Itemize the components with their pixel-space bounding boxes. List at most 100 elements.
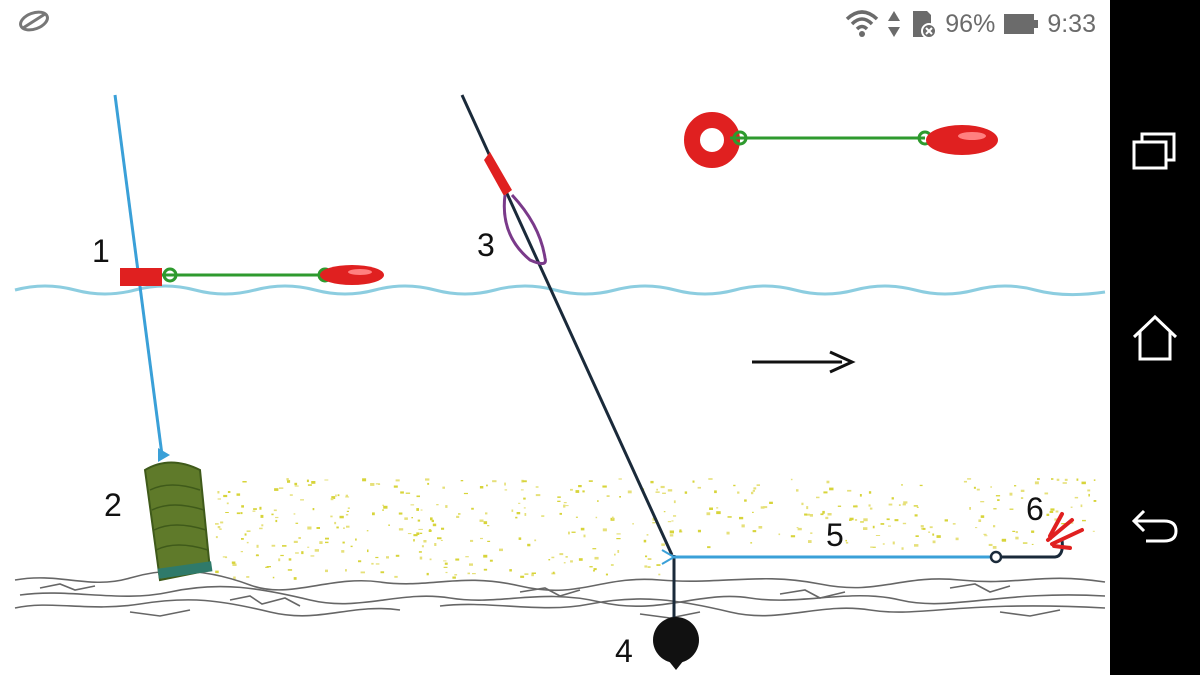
groundbait-speck: [460, 480, 464, 482]
groundbait-speck: [597, 500, 599, 502]
groundbait-speck: [983, 533, 987, 535]
groundbait-speck: [662, 492, 666, 494]
groundbait-speck: [859, 494, 862, 497]
groundbait-speck: [875, 535, 881, 536]
groundbait-speck: [295, 552, 299, 554]
groundbait-speck: [342, 541, 345, 544]
groundbait-speck: [442, 486, 445, 489]
groundbait-speck: [274, 488, 279, 491]
label-3: 3: [477, 227, 495, 263]
sliding-float: [484, 152, 512, 196]
groundbait-speck: [551, 556, 555, 559]
groundbait-speck: [1087, 489, 1091, 492]
groundbait-speck: [901, 484, 903, 486]
groundbait-speck: [963, 480, 967, 483]
groundbait-speck: [652, 522, 656, 524]
groundbait-speck: [969, 507, 971, 510]
groundbait-speck: [809, 514, 813, 517]
groundbait-speck: [436, 504, 439, 506]
home-button[interactable]: [1110, 293, 1200, 383]
groundbait-speck: [288, 558, 292, 561]
groundbait-speck: [370, 483, 375, 486]
groundbait-speck: [485, 512, 488, 515]
label-6: 6: [1026, 491, 1044, 527]
seabed: [14, 570, 1106, 619]
groundbait-speck: [860, 521, 864, 523]
groundbait-speck: [726, 531, 730, 535]
groundbait-speck: [240, 512, 243, 515]
groundbait-speck: [520, 575, 525, 578]
groundbait-speck: [217, 491, 220, 494]
groundbait-speck: [362, 478, 367, 482]
groundbait-speck: [289, 494, 293, 496]
groundbait-speck: [886, 518, 890, 521]
hook-line: [1001, 539, 1064, 559]
fishing-rig-diagram: 1 2 3 4 5 6: [14, 94, 1106, 670]
groundbait-speck: [275, 516, 279, 519]
groundbait-speck: [241, 538, 244, 540]
groundbait-speck: [527, 543, 531, 547]
groundbait-speck: [993, 508, 997, 510]
groundbait-speck: [1015, 536, 1019, 540]
groundbait-speck: [339, 515, 344, 519]
groundbait-speck: [467, 572, 470, 575]
groundbait-speck: [531, 573, 534, 577]
groundbait-speck: [988, 543, 993, 546]
groundbait-speck: [563, 502, 567, 504]
groundbait-speck: [217, 498, 221, 500]
groundbait-speck: [820, 513, 824, 516]
groundbait-speck: [575, 490, 580, 493]
groundbait-speck: [1076, 478, 1079, 481]
groundbait-speck: [293, 577, 297, 580]
groundbait-speck: [592, 548, 597, 550]
groundbait-speck: [796, 489, 799, 492]
groundbait-speck: [837, 505, 842, 507]
groundbait-speck: [217, 526, 221, 529]
groundbait-speck: [375, 563, 380, 565]
back-button[interactable]: [1110, 480, 1200, 570]
groundbait-speck: [295, 522, 299, 524]
groundbait-speck: [984, 535, 988, 537]
groundbait-speck: [330, 498, 334, 501]
groundbait-speck: [271, 544, 276, 547]
groundbait-speck: [417, 519, 421, 522]
groundbait-speck: [849, 519, 852, 521]
groundbait-speck: [929, 526, 933, 529]
groundbait-speck: [751, 491, 754, 495]
groundbait-speck: [241, 505, 244, 508]
groundbait-speck: [980, 515, 985, 518]
groundbait-speck: [669, 530, 674, 534]
groundbait-speck: [472, 573, 476, 575]
groundbait-speck: [1092, 530, 1095, 532]
groundbait-speck: [259, 527, 263, 530]
groundbait-speck: [845, 541, 849, 544]
groundbait-speck: [431, 519, 434, 523]
groundbait-speck: [511, 509, 514, 512]
groundbait-speck: [756, 484, 760, 486]
groundbait-speck: [888, 525, 891, 527]
groundbait-speck: [375, 483, 380, 485]
groundbait-speck: [311, 481, 316, 484]
ring-and-float-detail: [684, 112, 998, 168]
groundbait-speck: [413, 539, 415, 542]
groundbait-speck: [378, 483, 381, 485]
groundbait-speck: [443, 566, 448, 568]
groundbait-speck: [902, 503, 906, 506]
groundbait-speck: [1009, 492, 1013, 496]
groundbait-speck: [593, 568, 597, 571]
groundbait-speck: [215, 523, 219, 525]
groundbait-speck: [827, 513, 832, 516]
groundbait-speck: [1034, 481, 1039, 485]
groundbait-speck: [282, 545, 287, 547]
groundbait-speck: [660, 485, 665, 489]
groundbait-speck: [714, 490, 717, 494]
groundbait-speck: [932, 533, 935, 536]
groundbait-speck: [1082, 519, 1086, 522]
recent-apps-button[interactable]: [1110, 105, 1200, 195]
groundbait-speck: [563, 504, 566, 508]
label-4: 4: [615, 633, 633, 669]
groundbait-speck: [307, 526, 312, 530]
groundbait-speck: [430, 517, 433, 521]
groundbait-speck: [741, 524, 745, 528]
groundbait-speck: [1031, 543, 1034, 545]
